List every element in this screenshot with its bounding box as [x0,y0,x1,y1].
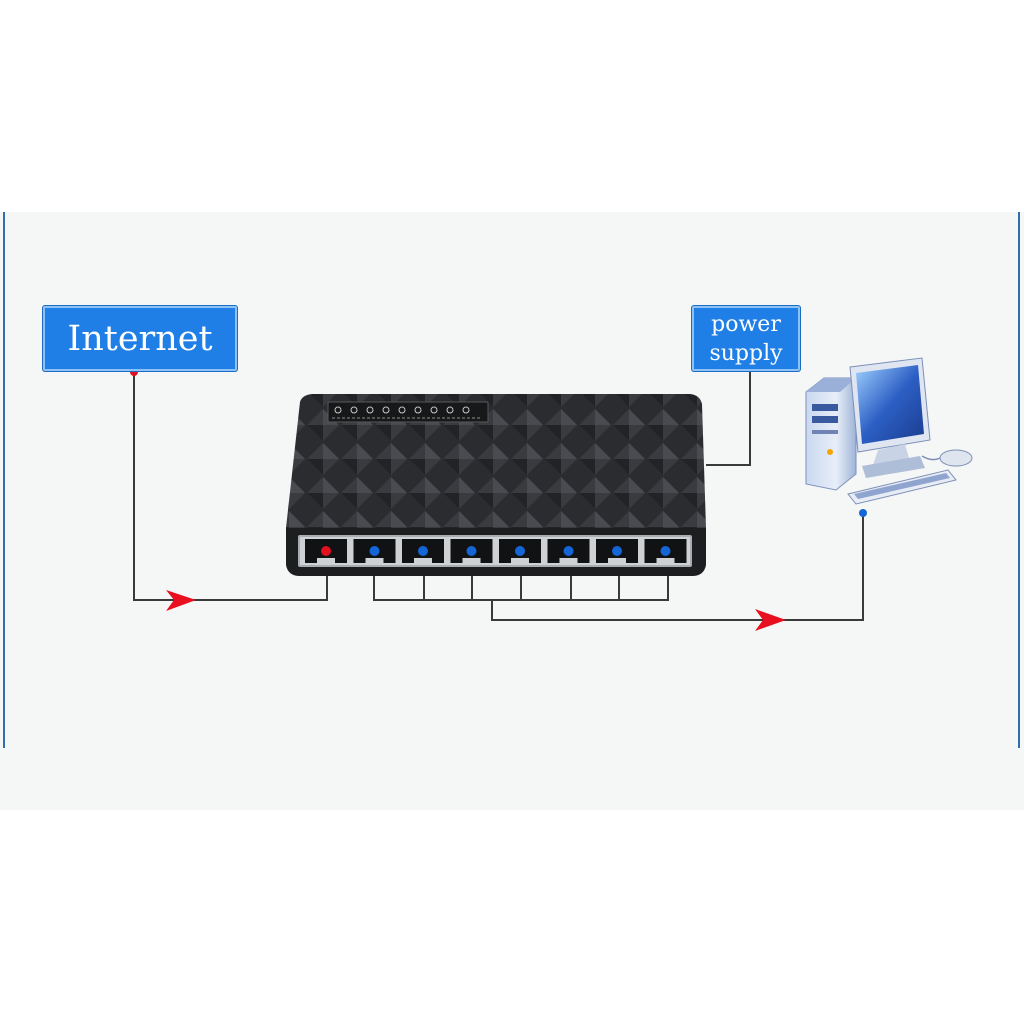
ethernet-port-5 [499,539,541,563]
port-indicator-dot [661,546,671,556]
computer-connector-dot [859,509,867,517]
ethernet-port-7 [596,539,638,563]
desktop-computer-icon [806,358,972,504]
ethernet-port-2 [354,539,396,563]
port-indicator-dot [321,546,331,556]
port-indicator-dot [370,546,380,556]
power-wire [706,368,750,465]
internet-label-text: Internet [67,319,212,359]
ethernet-port-6 [548,539,590,563]
port-indicator-dot [612,546,622,556]
power-supply-label: power supply [692,306,800,371]
ethernet-port-8 [645,539,687,563]
network-switch-icon [286,394,706,576]
ethernet-port-3 [402,539,444,563]
power-label-line2: supply [709,339,782,368]
port-indicator-dot [515,546,525,556]
port-indicator-dot [467,546,477,556]
ethernet-port-4 [451,539,493,563]
ethernet-port-1 [305,539,347,563]
port-indicator-dot [418,546,428,556]
internet-label: Internet [43,306,237,371]
power-label-line1: power [709,310,782,339]
port-indicator-dot [564,546,574,556]
